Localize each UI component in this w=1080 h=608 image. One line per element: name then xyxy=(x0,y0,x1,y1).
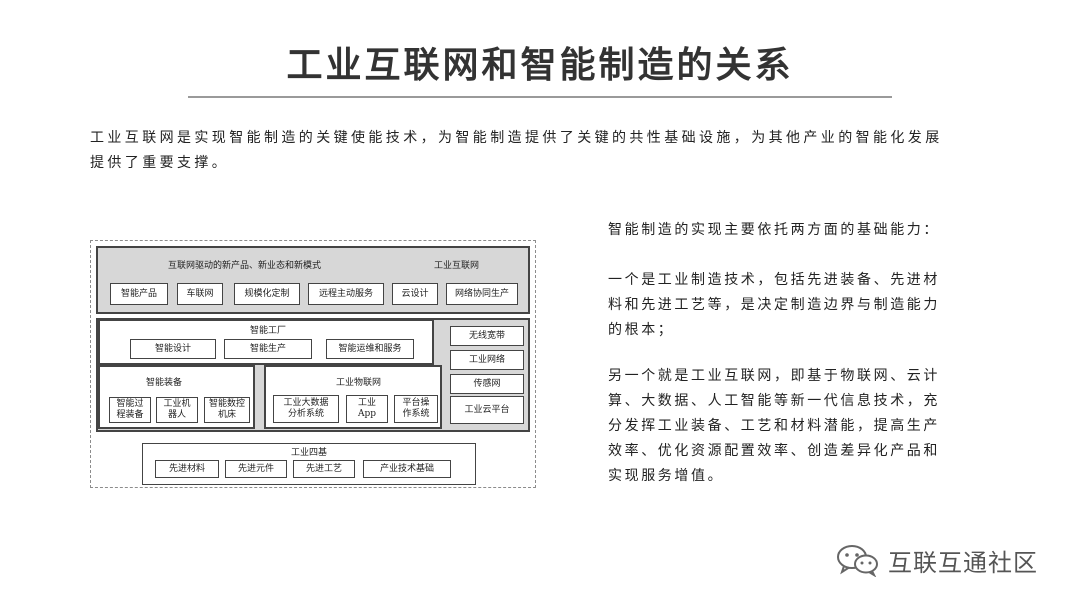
network-wireless: 无线宽带 xyxy=(450,326,524,346)
architecture-diagram: 互联网驱动的新产品、新业态和新模式 工业互联网 智能产品 车联网 规模化定制 远… xyxy=(90,240,538,490)
watermark-text: 互联互通社区 xyxy=(888,548,1038,577)
right-heading: 智能制造的实现主要依托两方面的基础能力： xyxy=(608,222,940,238)
network-industrial: 工业网络 xyxy=(450,350,524,370)
top-item-network-production: 网络协同生产 xyxy=(446,283,518,305)
iot-item-app: 工业App xyxy=(346,395,388,423)
base-label: 工业四基 xyxy=(291,448,328,458)
base-item-tech-foundation: 产业技术基础 xyxy=(363,460,451,478)
top-item-mass-customization: 规模化定制 xyxy=(234,283,300,305)
smart-factory-panel: 智能工厂 智能设计 智能生产 智能运维和服务 xyxy=(98,319,434,365)
factory-item-operations: 智能运维和服务 xyxy=(326,339,414,359)
diagram-dashed-frame xyxy=(90,240,536,488)
factory-item-production: 智能生产 xyxy=(224,339,312,359)
intro-paragraph: 工业互联网是实现智能制造的关键使能技术，为智能制造提供了关键的共性基础设施，为其… xyxy=(90,130,943,171)
equip-item-cnc: 智能数控机床 xyxy=(204,397,250,423)
equip-item-process: 智能过程装备 xyxy=(109,397,151,423)
base-item-components: 先进元件 xyxy=(225,460,287,478)
top-panel-right-label: 工业互联网 xyxy=(434,261,480,271)
iot-panel: 工业物联网 工业大数据分析系统 工业App 平台操作系统 xyxy=(264,365,442,429)
network-sensor: 传感网 xyxy=(450,374,524,394)
right-paragraph-1: 一个是工业制造技术，包括先进装备、先进材料和先进工艺等，是决定制造边界与制造能力… xyxy=(608,272,940,338)
smart-factory-label: 智能工厂 xyxy=(250,326,287,336)
iot-item-platform-os: 平台操作系统 xyxy=(394,395,438,423)
network-cloud-platform: 工业云平台 xyxy=(450,396,524,424)
wechat-icon xyxy=(837,545,878,577)
equip-item-robot: 工业机器人 xyxy=(156,397,198,423)
right-paragraph-2: 另一个就是工业互联网，即基于物联网、云计算、大数据、人工智能等新一代信息技术，充… xyxy=(608,368,940,484)
title-divider xyxy=(188,96,892,98)
base-item-processes: 先进工艺 xyxy=(293,460,355,478)
base-item-materials: 先进材料 xyxy=(155,460,219,478)
watermark: 互联互通社区 xyxy=(836,543,1038,577)
top-item-remote-service: 远程主动服务 xyxy=(308,283,384,305)
factory-item-design: 智能设计 xyxy=(130,339,216,359)
top-panel: 互联网驱动的新产品、新业态和新模式 工业互联网 智能产品 车联网 规模化定制 远… xyxy=(96,246,530,314)
industrial-base-panel: 工业四基 先进材料 先进元件 先进工艺 产业技术基础 xyxy=(142,443,476,485)
top-panel-label: 互联网驱动的新产品、新业态和新模式 xyxy=(168,261,322,271)
iot-item-big-data: 工业大数据分析系统 xyxy=(273,395,339,423)
smart-equipment-label: 智能装备 xyxy=(146,378,183,388)
top-item-iov: 车联网 xyxy=(177,283,223,305)
iot-label: 工业物联网 xyxy=(336,378,382,388)
top-item-cloud-design: 云设计 xyxy=(392,283,438,305)
page-title: 工业互联网和智能制造的关系 xyxy=(286,45,794,86)
top-item-smart-product: 智能产品 xyxy=(110,283,168,305)
smart-equipment-panel: 智能装备 智能过程装备 工业机器人 智能数控机床 xyxy=(98,365,255,429)
